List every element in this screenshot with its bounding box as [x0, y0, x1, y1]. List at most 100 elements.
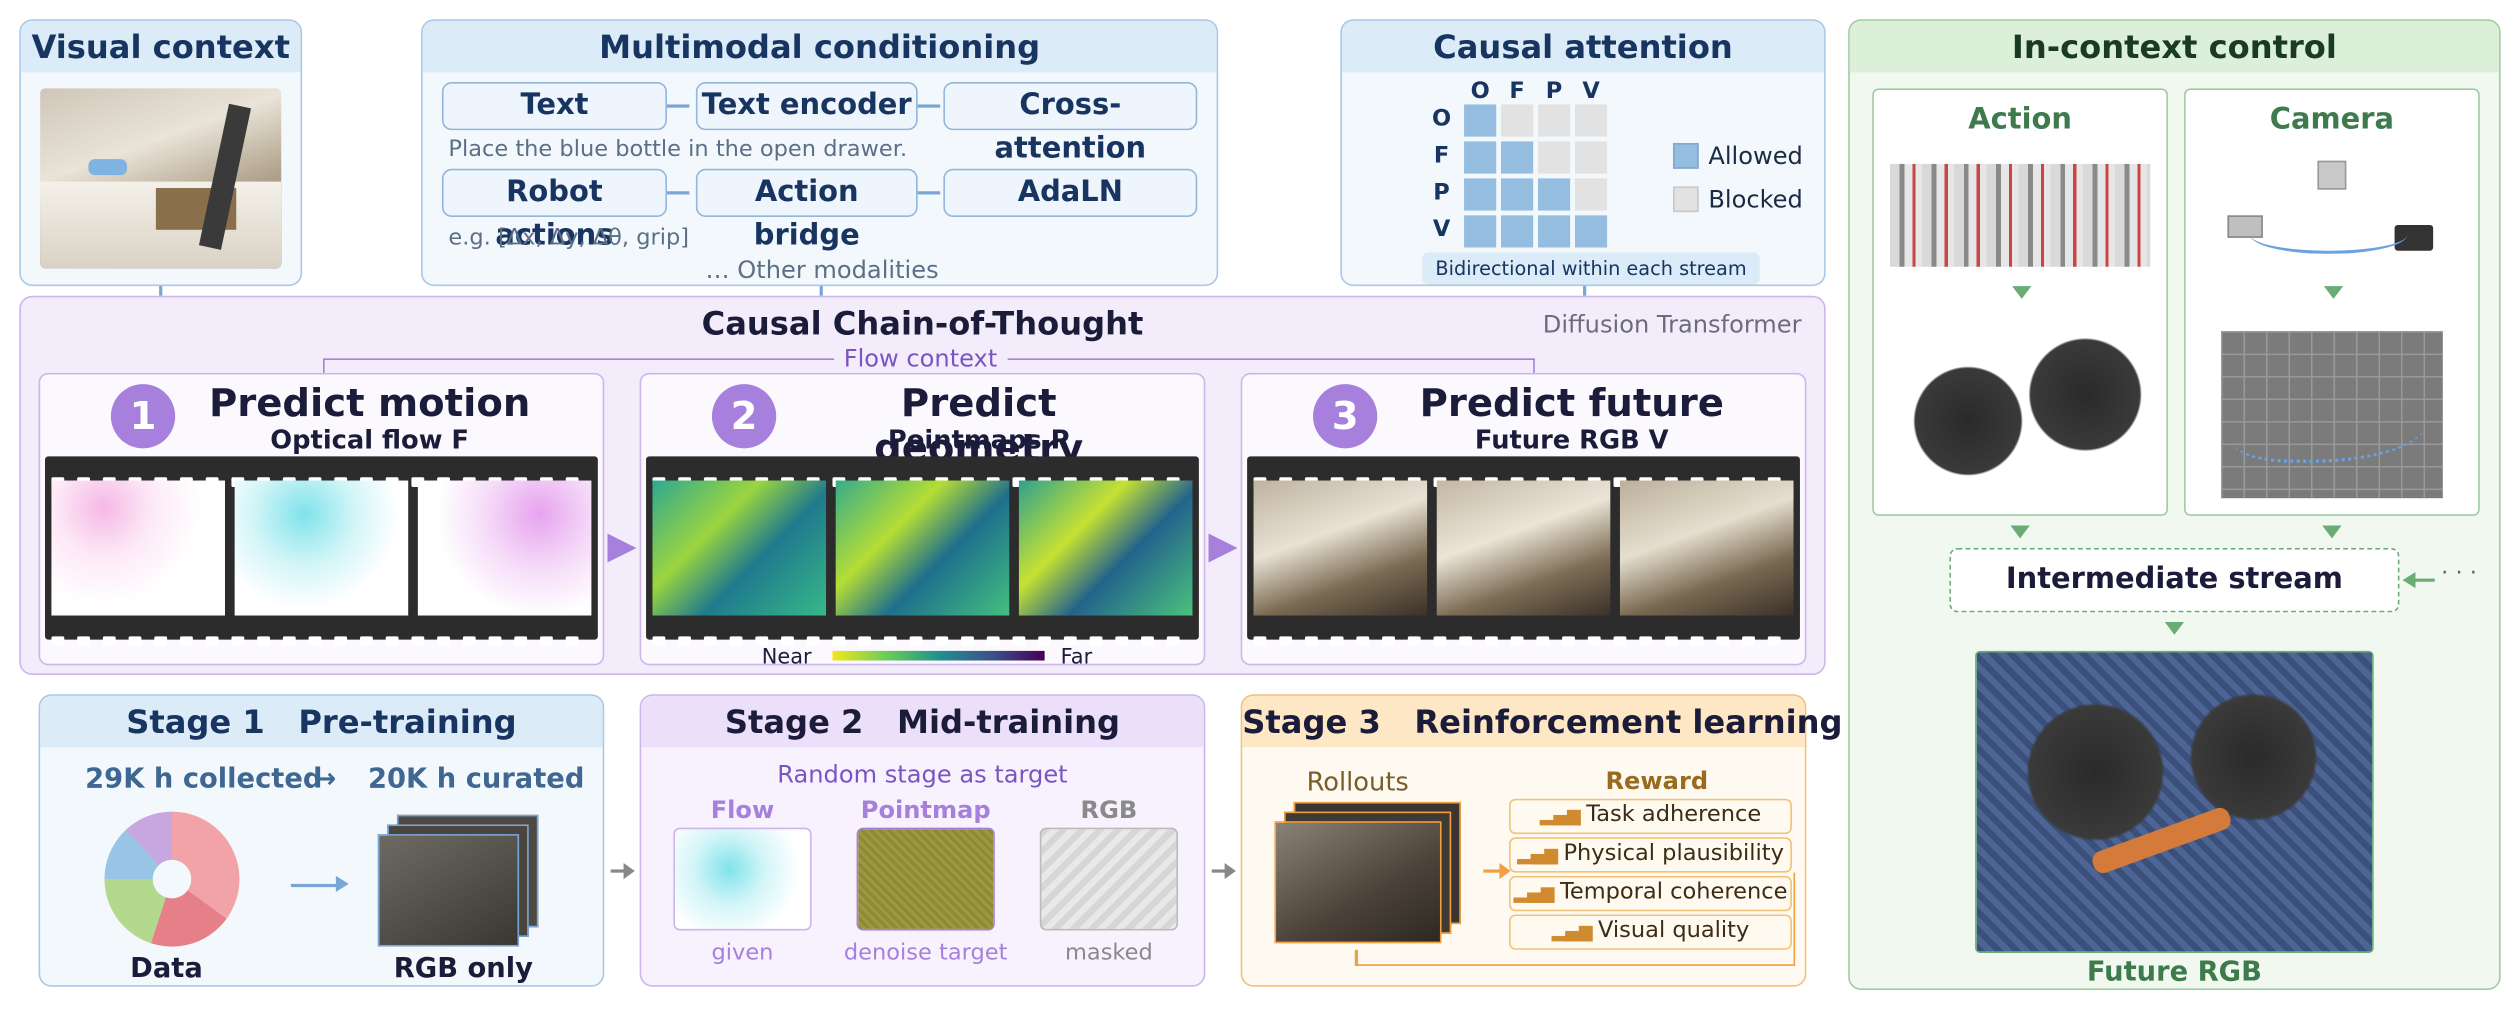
future-rgb-filmstrip — [1247, 456, 1800, 647]
rgb-masked-thumb — [1039, 827, 1179, 931]
action-bridge-node: Action bridge — [695, 168, 918, 252]
attn-cell-allowed — [1464, 215, 1497, 248]
bar-chart-icon: ▂▄▆ — [1539, 805, 1587, 827]
in-context-panel: In-context control Action Camera Interme… — [1848, 19, 2501, 990]
stage-3-title: Predict future — [1419, 380, 1724, 426]
attn-cell-allowed — [1574, 215, 1608, 248]
stage2-panel: Stage 2 Mid-training Random stage as tar… — [639, 694, 1206, 987]
reward-task-adherence: ▂▄▆ Task adherence — [1509, 798, 1792, 835]
camera-trajectory-plot — [2221, 331, 2443, 499]
rgb-only-label: RGB only — [393, 953, 533, 986]
stage-2-number: 2 — [711, 384, 777, 449]
stage2-title: Stage 2 Mid-training — [641, 695, 1204, 748]
stage-3-number: 3 — [1313, 384, 1378, 449]
attn-cell-blocked — [1537, 104, 1571, 137]
bar-chart-icon: ▂▄▆ — [1513, 882, 1560, 904]
collected-hours: 29K h collected — [85, 763, 323, 796]
adaln-node: AdaLN — [943, 168, 1198, 217]
attn-row-label: O — [1432, 106, 1452, 132]
in-context-title: In-context control — [1849, 20, 2500, 73]
reward-physical-plausibility: ▂▄▆ Physical plausibility — [1509, 837, 1792, 873]
future-rgb-image — [1975, 650, 2374, 954]
stage-1-title: Predict motion — [208, 380, 531, 426]
pointmap-caption: denoise target — [843, 940, 1008, 966]
camera-title: Camera — [2269, 102, 2395, 137]
flow-caption: given — [711, 940, 774, 966]
stage-1-subtitle: Optical flow F — [270, 424, 469, 455]
multimodal-title: Multimodal conditioning — [422, 20, 1217, 73]
pointmap-label: Pointmap — [860, 795, 991, 825]
attn-cell-allowed — [1464, 178, 1497, 211]
depth-colorbar — [832, 650, 1045, 661]
rollouts-label: Rollouts — [1306, 766, 1409, 798]
legend-blocked-swatch — [1672, 186, 1699, 213]
curated-hours: 20K h curated — [368, 763, 585, 796]
reward-visual-quality: ▂▄▆ Visual quality — [1509, 914, 1792, 950]
far-label: Far — [1060, 646, 1093, 671]
attn-cell-allowed — [1501, 215, 1534, 248]
robot-actions-node: Robot actions — [441, 168, 667, 252]
text-caption: Place the blue bottle in the open drawer… — [448, 136, 908, 163]
attn-cell-allowed — [1464, 104, 1497, 137]
future-rgb-label: Future RGB — [2086, 956, 2262, 989]
stage3-panel: Stage 3 Reinforcement learning Rollouts … — [1240, 694, 1843, 987]
stage1-panel: Stage 1 Pre-training 29K h collected → 2… — [38, 694, 605, 987]
attn-col-label: P — [1545, 78, 1563, 105]
stage1-title: Stage 1 Pre-training — [40, 695, 603, 748]
stage3-title: Stage 3 Reinforcement learning — [1242, 695, 1843, 748]
bar-chart-icon: ▂▄▆ — [1517, 843, 1564, 865]
action-subpanel: Action — [1872, 88, 2168, 516]
text-node: Text — [441, 81, 667, 131]
rgb-label: RGB — [1080, 795, 1138, 825]
legend-allowed-label: Allowed — [1708, 141, 1803, 171]
attn-cell-blocked — [1574, 178, 1608, 211]
causal-attention-title: Causal attention — [1341, 20, 1825, 73]
camera-subpanel: Camera — [2184, 88, 2480, 516]
legend-blocked-label: Blocked — [1708, 184, 1803, 214]
stage2-subtitle: Random stage as target — [777, 760, 1068, 790]
data-label: Data — [130, 953, 203, 986]
stage-1-number: 1 — [110, 384, 176, 449]
attn-cell-allowed — [1537, 178, 1571, 211]
attn-cell-allowed — [1501, 141, 1534, 174]
geometry-to-future-arrow — [1208, 533, 1238, 563]
more-streams-dots: · · · — [2441, 560, 2477, 587]
cross-attention-node: Cross-attention — [943, 81, 1198, 166]
data-to-rgb-arrow — [290, 883, 340, 887]
pointmap-filmstrip — [646, 456, 1199, 647]
flow-label: Flow — [710, 795, 775, 825]
near-label: Near — [761, 646, 812, 671]
visual-context-panel: Visual context — [19, 19, 303, 287]
attn-cell-allowed — [1501, 178, 1534, 211]
diffusion-transformer-tag: Diffusion Transformer — [1542, 310, 1802, 340]
stage-3-subtitle: Future RGB V — [1474, 424, 1669, 455]
action-grid-image — [1889, 163, 2151, 267]
multimodal-panel: Multimodal conditioning Text Text encode… — [421, 19, 1219, 287]
text-encoder-node: Text encoder — [695, 81, 918, 131]
attn-cell-blocked — [1501, 104, 1534, 137]
bidirectional-caption: Bidirectional within each stream — [1422, 252, 1760, 285]
flow-thumb — [673, 827, 812, 931]
optical-flow-filmstrip — [44, 456, 598, 647]
attn-cell-allowed — [1464, 141, 1497, 174]
attn-col-label: O — [1470, 78, 1490, 105]
flow-context-label: Flow context — [834, 343, 1007, 373]
attn-cell-allowed — [1537, 215, 1571, 248]
rgb-caption: masked — [1065, 940, 1153, 966]
visual-context-title: Visual context — [20, 20, 301, 73]
attn-row-label: V — [1432, 216, 1451, 243]
cot-title: Causal Chain-of-Thought — [701, 303, 1144, 343]
other-modalities: … Other modalities — [705, 255, 939, 285]
attn-col-label: V — [1582, 78, 1600, 105]
attn-cell-blocked — [1574, 141, 1608, 174]
attn-col-label: F — [1509, 78, 1525, 105]
camera-diagram — [2218, 154, 2449, 273]
attn-cell-blocked — [1537, 141, 1571, 174]
pointmap-thumb — [856, 827, 995, 931]
bar-chart-icon: ▂▄▆ — [1551, 920, 1599, 942]
attn-row-label: P — [1433, 179, 1450, 206]
reward-feedback-loop — [1354, 872, 1796, 966]
reward-label: Reward — [1605, 766, 1709, 796]
legend-allowed-swatch — [1672, 143, 1699, 169]
